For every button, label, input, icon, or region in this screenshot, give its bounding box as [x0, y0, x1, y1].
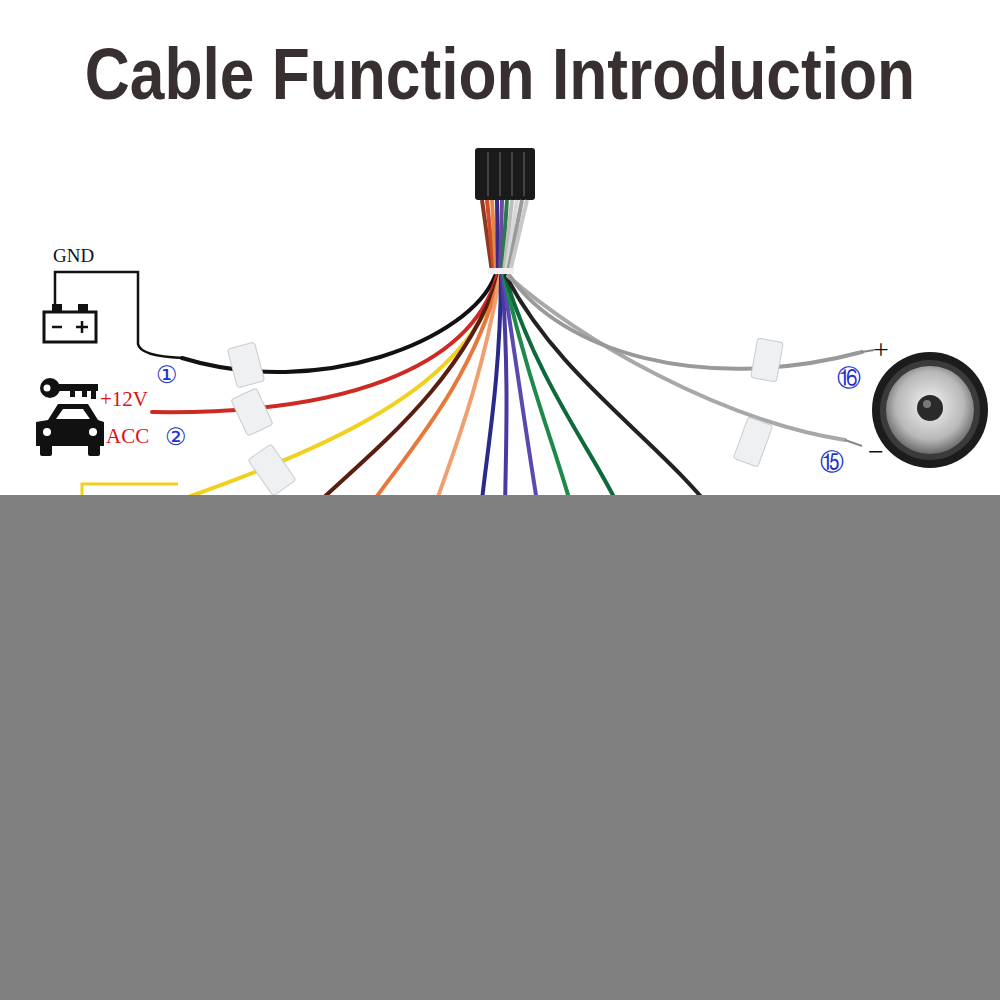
callout-number: ⑯	[837, 365, 861, 391]
speaker-icon	[872, 352, 988, 468]
polarity-sign: −	[868, 437, 884, 468]
title: Cable Function Introduction	[85, 35, 915, 114]
key-car-icon	[36, 378, 104, 456]
callout-number: ②	[165, 424, 187, 450]
wires	[152, 276, 862, 520]
power-label: GND	[53, 246, 94, 267]
ground-symbol	[44, 272, 182, 358]
connector-plug	[475, 148, 535, 200]
power-label: +12V	[100, 388, 148, 411]
callout-number: ①	[156, 362, 178, 388]
polarity-sign: +	[873, 335, 889, 366]
callout-number: ⑮	[820, 449, 844, 475]
wire-tags	[227, 338, 783, 496]
power-label: ACC	[106, 425, 149, 448]
grey-panel	[0, 495, 1000, 1000]
wire-bundle	[482, 200, 527, 274]
